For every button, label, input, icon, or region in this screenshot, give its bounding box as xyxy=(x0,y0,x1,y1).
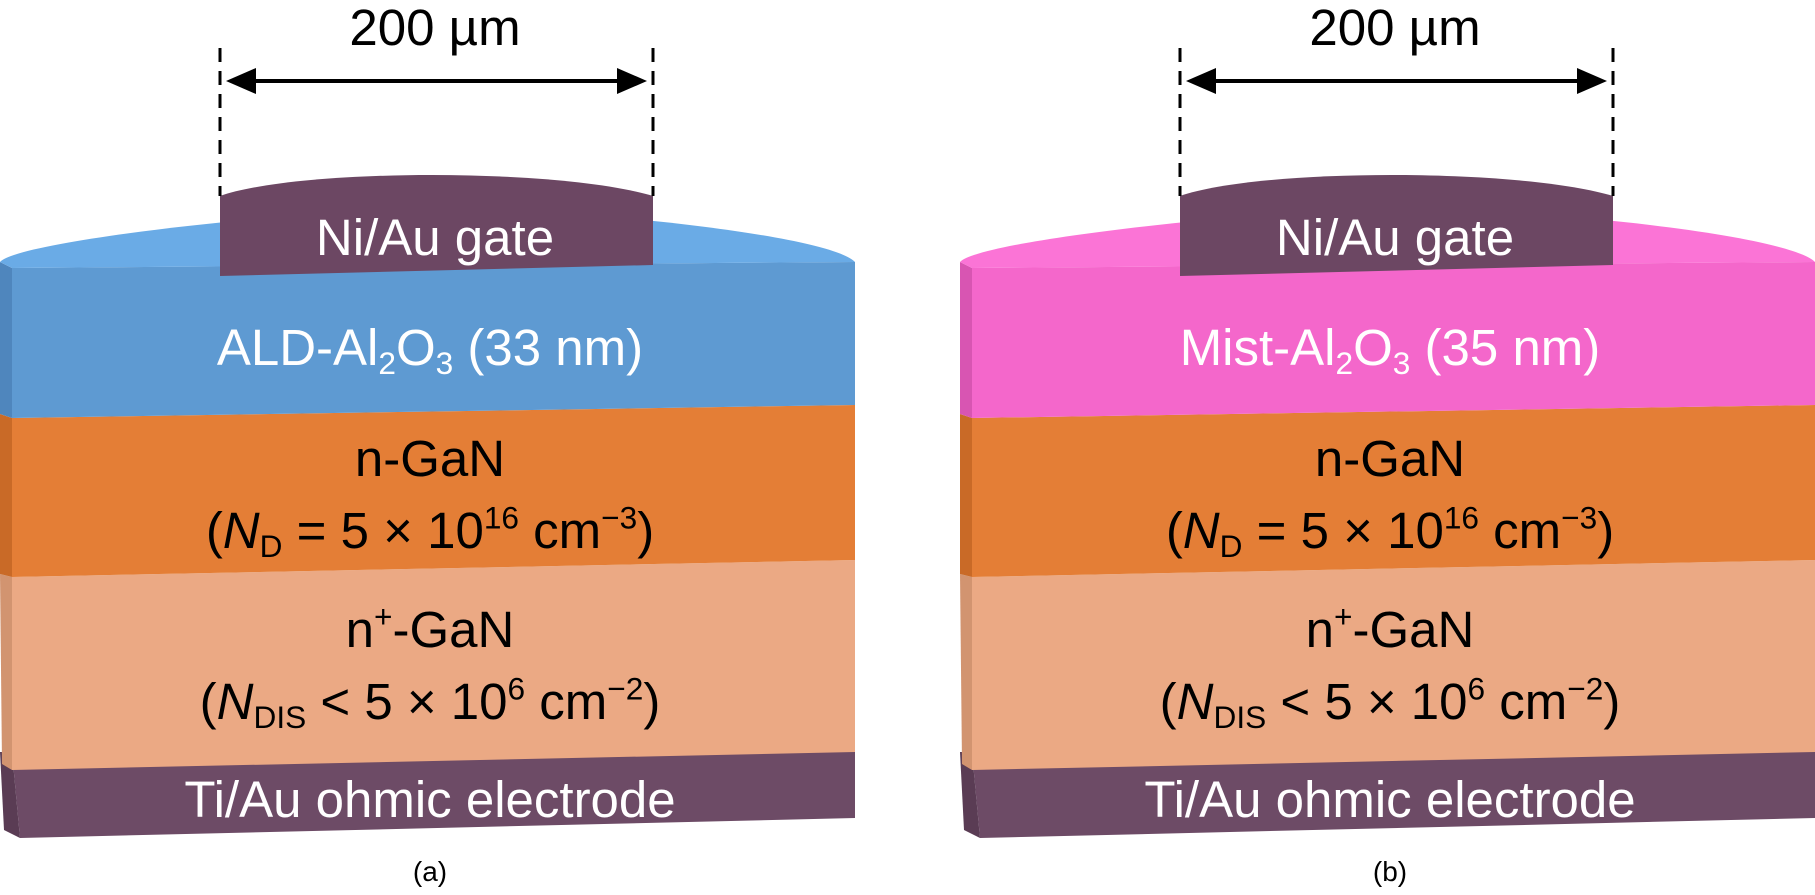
ohmic-electrode-label: Ti/Au ohmic electrode xyxy=(184,771,676,828)
ngan-unit-exp: −3 xyxy=(601,499,638,536)
oxide-label-mid: O xyxy=(1353,319,1393,376)
gate-width-label: 200 µm xyxy=(1309,0,1481,56)
nplus-close: ) xyxy=(643,673,661,730)
nplus-exp: 6 xyxy=(507,670,526,707)
dimension-arrowhead-right xyxy=(617,68,647,94)
oxide-label: Mist-Al2O3 (35 nm) xyxy=(960,319,1815,379)
nplus-open: ( xyxy=(1159,673,1177,730)
nplus-gan-front xyxy=(972,560,1815,770)
ngan-side xyxy=(0,414,12,577)
oxide-label-sub2: 3 xyxy=(1392,344,1411,381)
oxide-label-suffix: (33 nm) xyxy=(453,319,644,376)
panel-caption: (b) xyxy=(1372,856,1408,887)
nplus-gan-label: n+-GaN xyxy=(0,601,860,658)
oxide-label-mid: O xyxy=(395,319,436,376)
ngan-unit: cm xyxy=(1478,502,1562,559)
ngan-unit: cm xyxy=(518,502,602,559)
nplus-exp: 6 xyxy=(1467,670,1486,707)
ngan-doping-label: (ND = 5 × 1016 cm−3) xyxy=(0,502,860,562)
nplus-gan-side xyxy=(0,574,12,770)
nplus-rest: -GaN xyxy=(392,601,515,658)
nplus-sup: + xyxy=(1334,598,1353,635)
nplus-eq: < 5 × 10 xyxy=(1266,673,1468,730)
nplus-rest: -GaN xyxy=(1352,601,1475,658)
nplus-unit: cm xyxy=(525,673,608,730)
nplus-gan-dislocation-label: (NDIS < 5 × 106 cm−2) xyxy=(0,673,860,733)
ngan-symbol: N xyxy=(1182,502,1220,559)
ngan-label: n-GaN xyxy=(1314,430,1466,487)
ngan-symbol-sub: D xyxy=(259,527,283,564)
ngan-symbol: N xyxy=(222,502,260,559)
nplus-gan-dislocation-label: (NDIS < 5 × 106 cm−2) xyxy=(960,673,1815,733)
gate-label: Ni/Au gate xyxy=(1275,209,1515,266)
nplus-open: ( xyxy=(199,673,217,730)
dimension-arrowhead-right xyxy=(1577,68,1607,94)
gate-electrode xyxy=(1180,175,1613,276)
device-stack-diagram xyxy=(960,48,1815,838)
nplus-sup: + xyxy=(374,598,393,635)
panel-caption: (a) xyxy=(412,856,448,887)
ngan-open: ( xyxy=(205,502,223,559)
nplus-symbol: N xyxy=(216,673,254,730)
nplus-unit-exp: −2 xyxy=(1567,670,1604,707)
oxide-label: ALD-Al2O3 (33 nm) xyxy=(0,319,860,379)
nplus-gan-front xyxy=(12,560,855,770)
ngan-eq: = 5 × 10 xyxy=(1242,502,1444,559)
gate-label: Ni/Au gate xyxy=(315,209,555,266)
nplus-base: n xyxy=(345,601,375,658)
panel-a: 200 µm Ni/Au gate ALD-Al2O3 (33 nm) n-Ga… xyxy=(0,0,900,895)
ohmic-electrode-front xyxy=(12,752,855,838)
dimension-arrowhead-left xyxy=(1186,68,1216,94)
ngan-open: ( xyxy=(1165,502,1183,559)
nplus-unit: cm xyxy=(1485,673,1568,730)
nplus-base: n xyxy=(1305,601,1335,658)
ohmic-electrode-side xyxy=(0,752,20,838)
panel-b: 200 µm Ni/Au gate Mist-Al2O3 (35 nm) n-G… xyxy=(960,0,1815,895)
ohmic-electrode-front xyxy=(972,752,1815,838)
ngan-side xyxy=(960,414,972,577)
ohmic-electrode-side xyxy=(960,752,980,838)
ngan-exp: 16 xyxy=(483,499,519,536)
nplus-gan-side xyxy=(960,574,972,770)
nplus-close: ) xyxy=(1603,673,1621,730)
ngan-unit-exp: −3 xyxy=(1561,499,1598,536)
nplus-unit-exp: −2 xyxy=(607,670,644,707)
oxide-side xyxy=(960,262,972,418)
ngan-label: n-GaN xyxy=(354,430,506,487)
nplus-symbol: N xyxy=(1176,673,1214,730)
oxide-label-prefix: ALD-Al xyxy=(216,319,379,376)
ohmic-electrode-label: Ti/Au ohmic electrode xyxy=(1144,771,1636,828)
nplus-eq: < 5 × 10 xyxy=(306,673,508,730)
oxide-label-sub1: 2 xyxy=(1335,344,1354,381)
oxide-label-sub1: 2 xyxy=(378,344,396,381)
oxide-label-sub2: 3 xyxy=(435,344,454,381)
gate-width-label: 200 µm xyxy=(349,0,521,56)
device-stack-diagram xyxy=(0,48,855,838)
ngan-front xyxy=(12,405,855,577)
oxide-label-suffix: (35 nm) xyxy=(1410,319,1601,376)
ngan-doping-label: (ND = 5 × 1016 cm−3) xyxy=(960,502,1815,562)
oxide-front xyxy=(972,262,1815,418)
nplus-gan-label: n+-GaN xyxy=(960,601,1815,658)
ngan-close: ) xyxy=(1597,502,1615,559)
oxide-front xyxy=(12,262,855,418)
nplus-symbol-sub: DIS xyxy=(1213,698,1267,735)
oxide-label-prefix: Mist-Al xyxy=(1179,319,1336,376)
ngan-eq: = 5 × 10 xyxy=(282,502,484,559)
oxide-side xyxy=(0,262,12,418)
ngan-exp: 16 xyxy=(1443,499,1479,536)
nplus-symbol-sub: DIS xyxy=(253,698,307,735)
ngan-front xyxy=(972,405,1815,577)
dimension-arrowhead-left xyxy=(226,68,256,94)
ngan-close: ) xyxy=(637,502,655,559)
ngan-symbol-sub: D xyxy=(1219,527,1243,564)
gate-electrode xyxy=(220,175,653,276)
